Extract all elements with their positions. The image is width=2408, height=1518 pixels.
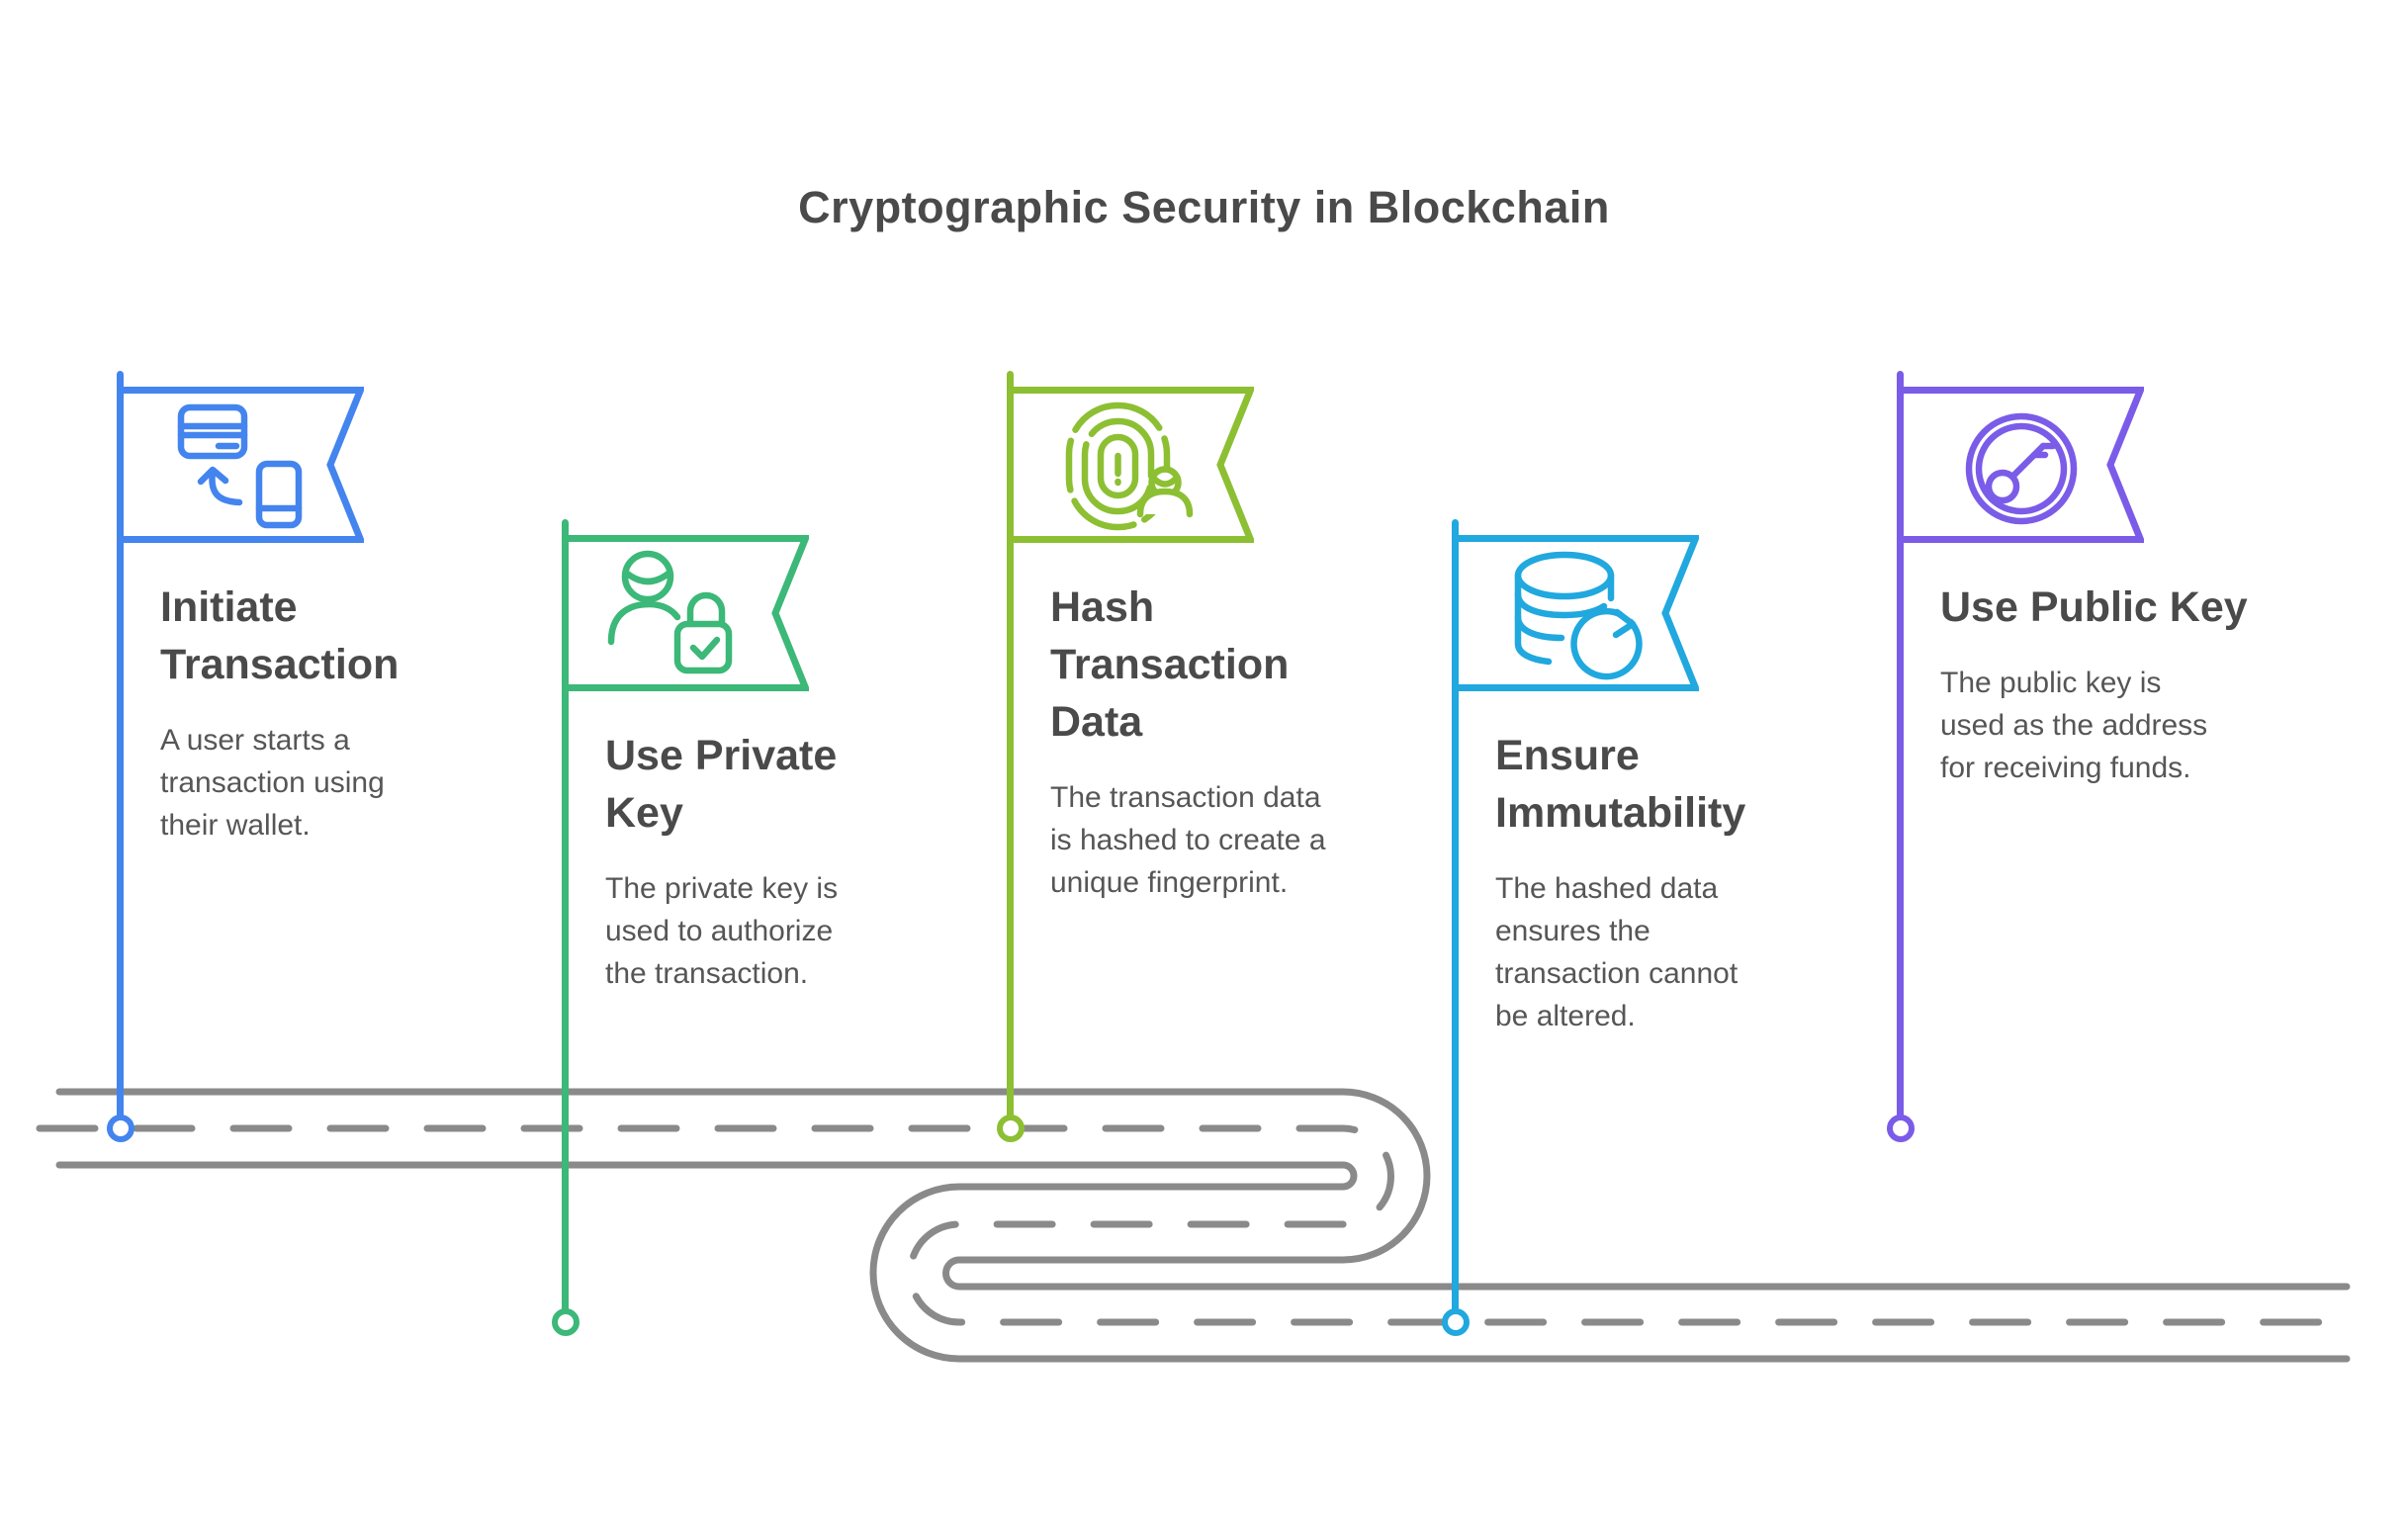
road-marker-dot — [1441, 1308, 1470, 1336]
flag-pole — [1897, 371, 1904, 1132]
road-center-dashes — [36, 1124, 2351, 1326]
step-description: The private key is used to authorize the… — [605, 872, 839, 990]
flag-banner — [562, 535, 809, 691]
step-title: Use Public Key — [1940, 583, 2248, 631]
flag-shape — [1007, 387, 1254, 543]
flag-banner — [1452, 535, 1699, 691]
page-title: Cryptographic Security in Blockchain — [798, 182, 1610, 232]
step-description: A user starts a transaction using their … — [160, 724, 385, 842]
step-description: The public key is used as the address fo… — [1940, 667, 2208, 784]
step-description: The transaction data is hashed to create… — [1050, 781, 1326, 899]
key-coin-icon — [1965, 412, 2078, 525]
flag-pole — [117, 371, 124, 1132]
road-marker-dot — [106, 1115, 134, 1142]
road-marker-dot — [551, 1308, 580, 1336]
flag-pole — [1007, 371, 1014, 1132]
step-title: Use Private Key — [605, 732, 838, 837]
flag-banner — [1897, 387, 2144, 543]
flag-pole — [1452, 519, 1459, 1325]
step-description: The hashed data ensures the transaction … — [1495, 872, 1739, 1032]
card-phone-transfer-icon — [177, 403, 303, 529]
road-inner-border — [55, 1161, 2351, 1363]
database-refresh-icon — [1514, 551, 1643, 680]
flag-banner — [1007, 387, 1254, 543]
step-title: Initiate Transaction — [160, 583, 400, 688]
road-outer-border — [55, 1088, 2351, 1291]
flag-banner — [117, 387, 364, 543]
step-title: Ensure Immutability — [1495, 732, 1746, 837]
road-marker-dot — [996, 1115, 1025, 1142]
step-title: Hash Transaction Data — [1050, 583, 1290, 746]
road-marker-dot — [1886, 1115, 1915, 1142]
flag-shape — [562, 535, 809, 691]
user-lock-icon — [607, 550, 733, 674]
flag-pole — [562, 519, 569, 1325]
fingerprint-user-icon — [1065, 402, 1194, 531]
